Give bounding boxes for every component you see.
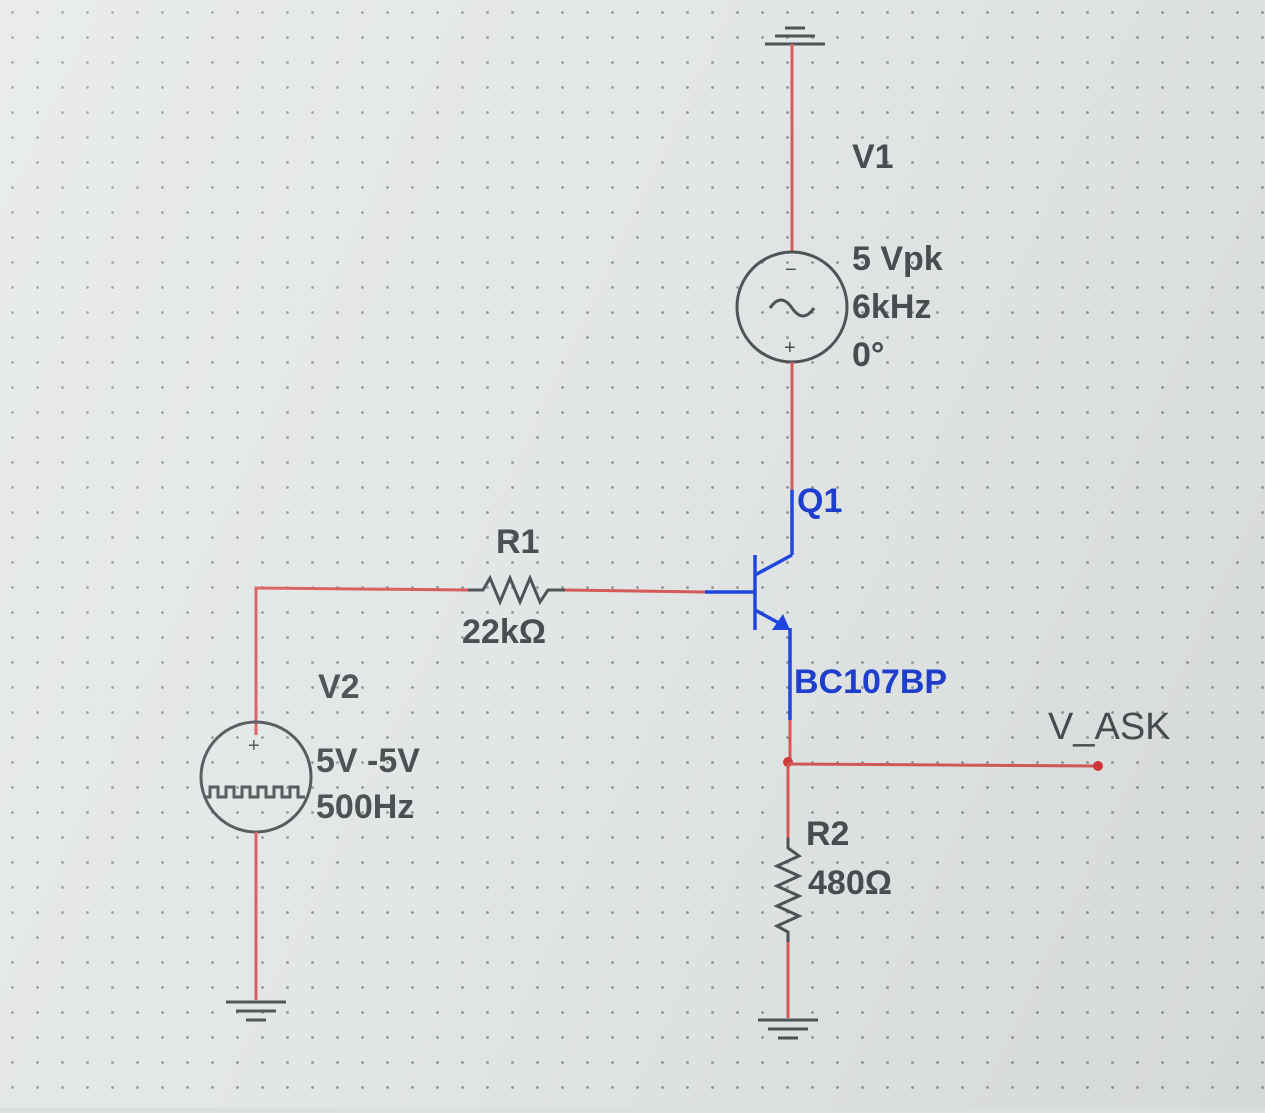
v1-frequency-label: 6kHz <box>852 288 931 326</box>
v2-plus-sign: + <box>248 735 260 757</box>
wire-node-to-probe[interactable] <box>787 762 1099 768</box>
probe-label: V_ASK <box>1048 706 1171 748</box>
q1-npn-transistor[interactable] <box>705 553 793 720</box>
r2-resistor[interactable] <box>773 838 803 942</box>
v1-minus-sign: − <box>785 259 797 281</box>
q1-model-label: BC107BP <box>794 663 947 701</box>
ground-symbol-r2[interactable] <box>758 1018 818 1040</box>
r1-resistor[interactable] <box>468 574 565 606</box>
r1-reference-label: R1 <box>496 523 539 561</box>
ground-symbol-v2[interactable] <box>226 1000 286 1022</box>
v1-amplitude-label: 5 Vpk <box>852 240 943 278</box>
ground-symbol-top[interactable] <box>765 26 825 46</box>
v2-levels-label: 5V -5V <box>316 742 420 780</box>
v2-square-wave-source[interactable]: + <box>199 720 313 834</box>
r2-value-label: 480Ω <box>808 864 892 902</box>
r1-value-label: 22kΩ <box>462 613 546 651</box>
probe-terminal[interactable] <box>1093 761 1103 771</box>
v1-ac-source[interactable]: − + <box>735 250 849 364</box>
v1-reference-label: V1 <box>852 138 894 176</box>
v2-reference-label: V2 <box>318 668 360 706</box>
wire-v2-to-r1[interactable] <box>254 586 469 735</box>
v1-plus-sign: + <box>784 337 796 359</box>
r2-reference-label: R2 <box>806 815 849 853</box>
wire-r1-to-base[interactable] <box>564 588 706 594</box>
q1-reference-label: Q1 <box>797 482 842 520</box>
v1-phase-label: 0° <box>852 336 885 374</box>
v2-frequency-label: 500Hz <box>316 788 414 826</box>
